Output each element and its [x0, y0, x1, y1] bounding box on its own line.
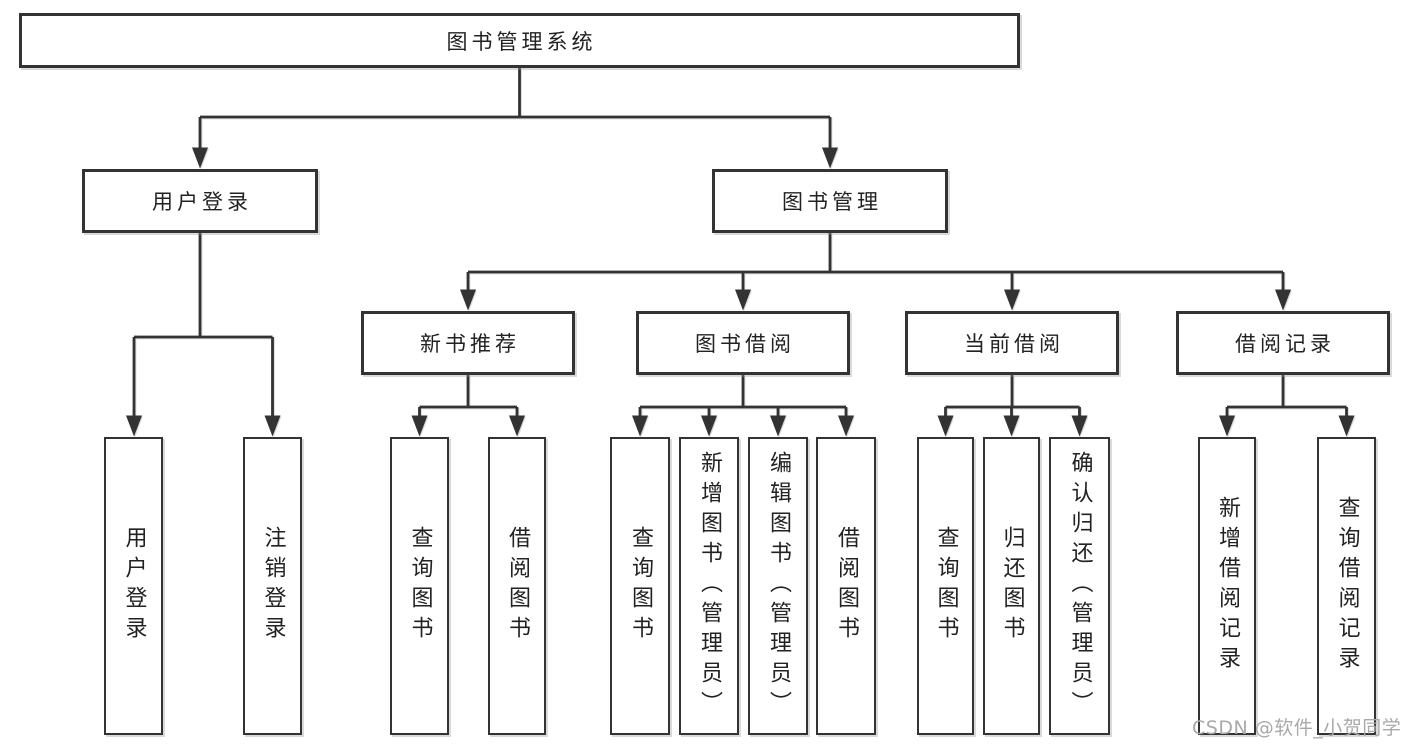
node-user-login: 用户登录 [82, 169, 318, 233]
arrowhead-icon [411, 415, 525, 437]
node-current-borrow-label: 当前借阅 [964, 332, 1064, 356]
leaf-edit-books-admin-label: 编辑图书（管理员） [766, 451, 791, 721]
leaf-borrow-books-2-label: 借阅图书 [834, 526, 859, 646]
leaf-query-books-1-label: 查询图书 [407, 526, 433, 646]
csdn-watermark: CSDN @软件_小贺同学 [1192, 717, 1402, 739]
node-new-book-recommend: 新书推荐 [361, 311, 575, 375]
arrowhead-icon [937, 415, 1088, 437]
leaf-query-books-2-label: 查询图书 [628, 526, 653, 646]
leaf-add-books-admin: 新增图书（管理员） [679, 437, 739, 735]
arrowhead-icon [460, 289, 1291, 311]
node-book-borrow-label: 图书借阅 [695, 332, 795, 356]
leaf-add-borrow-record-label: 新增借阅记录 [1215, 496, 1240, 676]
leaf-return-books-label: 归还图书 [999, 526, 1025, 646]
leaf-add-borrow-record: 新增借阅记录 [1198, 437, 1256, 735]
connector-line [132, 233, 274, 418]
connector-line [198, 68, 832, 150]
leaf-query-borrow-record: 查询借阅记录 [1317, 437, 1376, 735]
leaf-user-login-label: 用户登录 [121, 526, 147, 646]
leaf-confirm-return-admin: 确认归还（管理员） [1049, 437, 1110, 735]
leaf-query-books-2: 查询图书 [610, 437, 670, 735]
arrowhead-icon [126, 415, 281, 437]
connector-line [1225, 375, 1348, 418]
leaf-logout: 注销登录 [243, 437, 302, 735]
leaf-return-books: 归还图书 [983, 437, 1040, 735]
leaf-query-books-3: 查询图书 [917, 437, 974, 735]
leaf-confirm-return-admin-label: 确认归还（管理员） [1067, 451, 1093, 721]
node-book-borrow: 图书借阅 [636, 311, 850, 375]
leaf-edit-books-admin: 编辑图书（管理员） [748, 437, 808, 735]
node-book-management-label: 图书管理 [782, 190, 882, 214]
leaf-user-login: 用户登录 [104, 437, 163, 735]
connector-line [638, 375, 848, 418]
node-root-label: 图书管理系统 [446, 29, 597, 54]
leaf-logout-label: 注销登录 [260, 526, 286, 646]
node-book-management: 图书管理 [712, 169, 948, 233]
leaf-query-books-3-label: 查询图书 [933, 526, 959, 646]
node-user-login-label: 用户登录 [152, 190, 252, 214]
leaf-query-borrow-record-label: 查询借阅记录 [1334, 496, 1360, 676]
arrowhead-icon [1219, 415, 1355, 437]
connector-new-books-to-leaves [411, 375, 525, 437]
arrowhead-icon [192, 147, 838, 169]
connector-line [418, 375, 519, 418]
connector-root-to-level2 [192, 68, 838, 169]
connector-line [466, 233, 1285, 292]
leaf-query-books-1: 查询图书 [390, 437, 449, 735]
node-borrow-records: 借阅记录 [1176, 311, 1390, 375]
connector-user-login-to-leaves [126, 233, 281, 437]
connector-current-borrow-to-leaves [937, 375, 1088, 437]
node-root: 图书管理系统 [19, 13, 1020, 68]
arrowhead-icon [632, 415, 854, 437]
connector-book-borrow-to-leaves [632, 375, 854, 437]
connector-line [944, 375, 1081, 418]
node-current-borrow: 当前借阅 [905, 311, 1119, 375]
node-new-book-recommend-label: 新书推荐 [420, 332, 520, 356]
leaf-borrow-books-1: 借阅图书 [488, 437, 546, 735]
leaf-add-books-admin-label: 新增图书（管理员） [697, 451, 722, 721]
connector-borrow-records-to-leaves [1219, 375, 1355, 437]
leaf-borrow-books-2: 借阅图书 [816, 437, 876, 735]
leaf-borrow-books-1-label: 借阅图书 [505, 526, 530, 646]
node-borrow-records-label: 借阅记录 [1235, 332, 1335, 356]
connector-book-management-to-level3 [460, 233, 1291, 311]
